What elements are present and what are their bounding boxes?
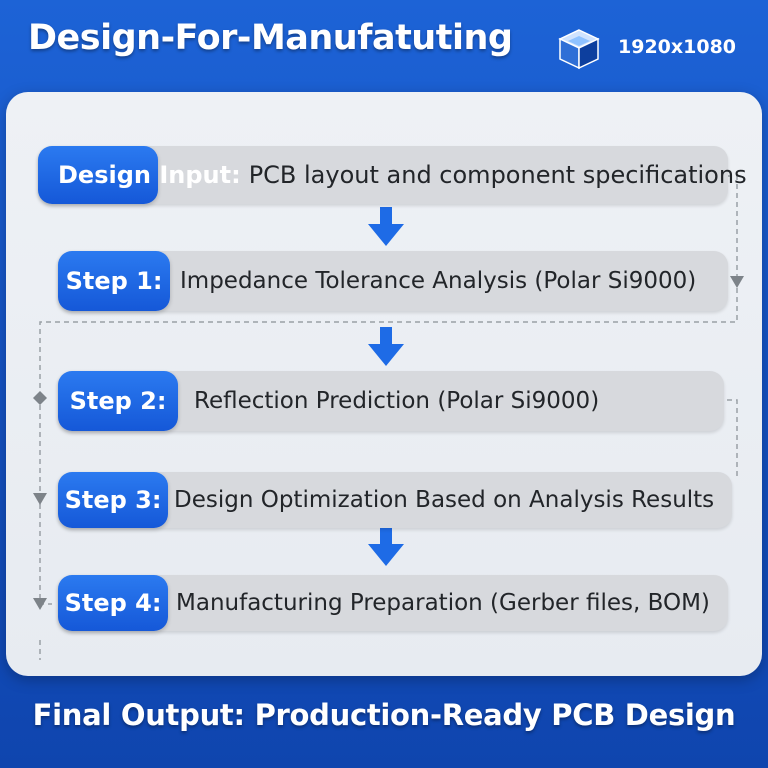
design-input-box: Design Input: PCB layout and component s… [38,146,747,204]
step-3-text: Design Optimization Based on Analysis Re… [174,487,715,513]
step-2-text: Reflection Prediction (Polar Si9000) [194,388,600,414]
step-4-text: Manufacturing Preparation (Gerber files,… [176,590,710,616]
step-4-chip: Step 4: [58,575,168,631]
diagram-title: Design-For-Manufatuting [28,18,513,58]
step-3-chip: Step 3: [58,472,168,528]
step-3-box: Step 3: Design Optimization Based on Ana… [58,472,732,528]
resolution-label: 1920x1080 [618,36,737,58]
design-input-label: Design Input: [58,161,241,189]
step-1-box: Step 1: Impedance Tolerance Analysis (Po… [58,251,728,311]
step-1-text: Impedance Tolerance Analysis (Polar Si90… [180,268,697,294]
design-input-description: PCB layout and component specifications [248,161,747,189]
step-4-box: Step 4: Manufacturing Preparation (Gerbe… [58,575,728,631]
final-output-caption: Final Output: Production-Ready PCB Desig… [32,698,736,732]
cube-icon [558,29,600,70]
step-1-chip: Step 1: [58,251,170,311]
design-input-text: Design Input: PCB layout and component s… [58,146,747,204]
step-2-box: Step 2: Reflection Prediction (Polar Si9… [58,371,724,431]
design-input-chip [38,146,158,204]
step-2-chip: Step 2: [58,371,178,431]
